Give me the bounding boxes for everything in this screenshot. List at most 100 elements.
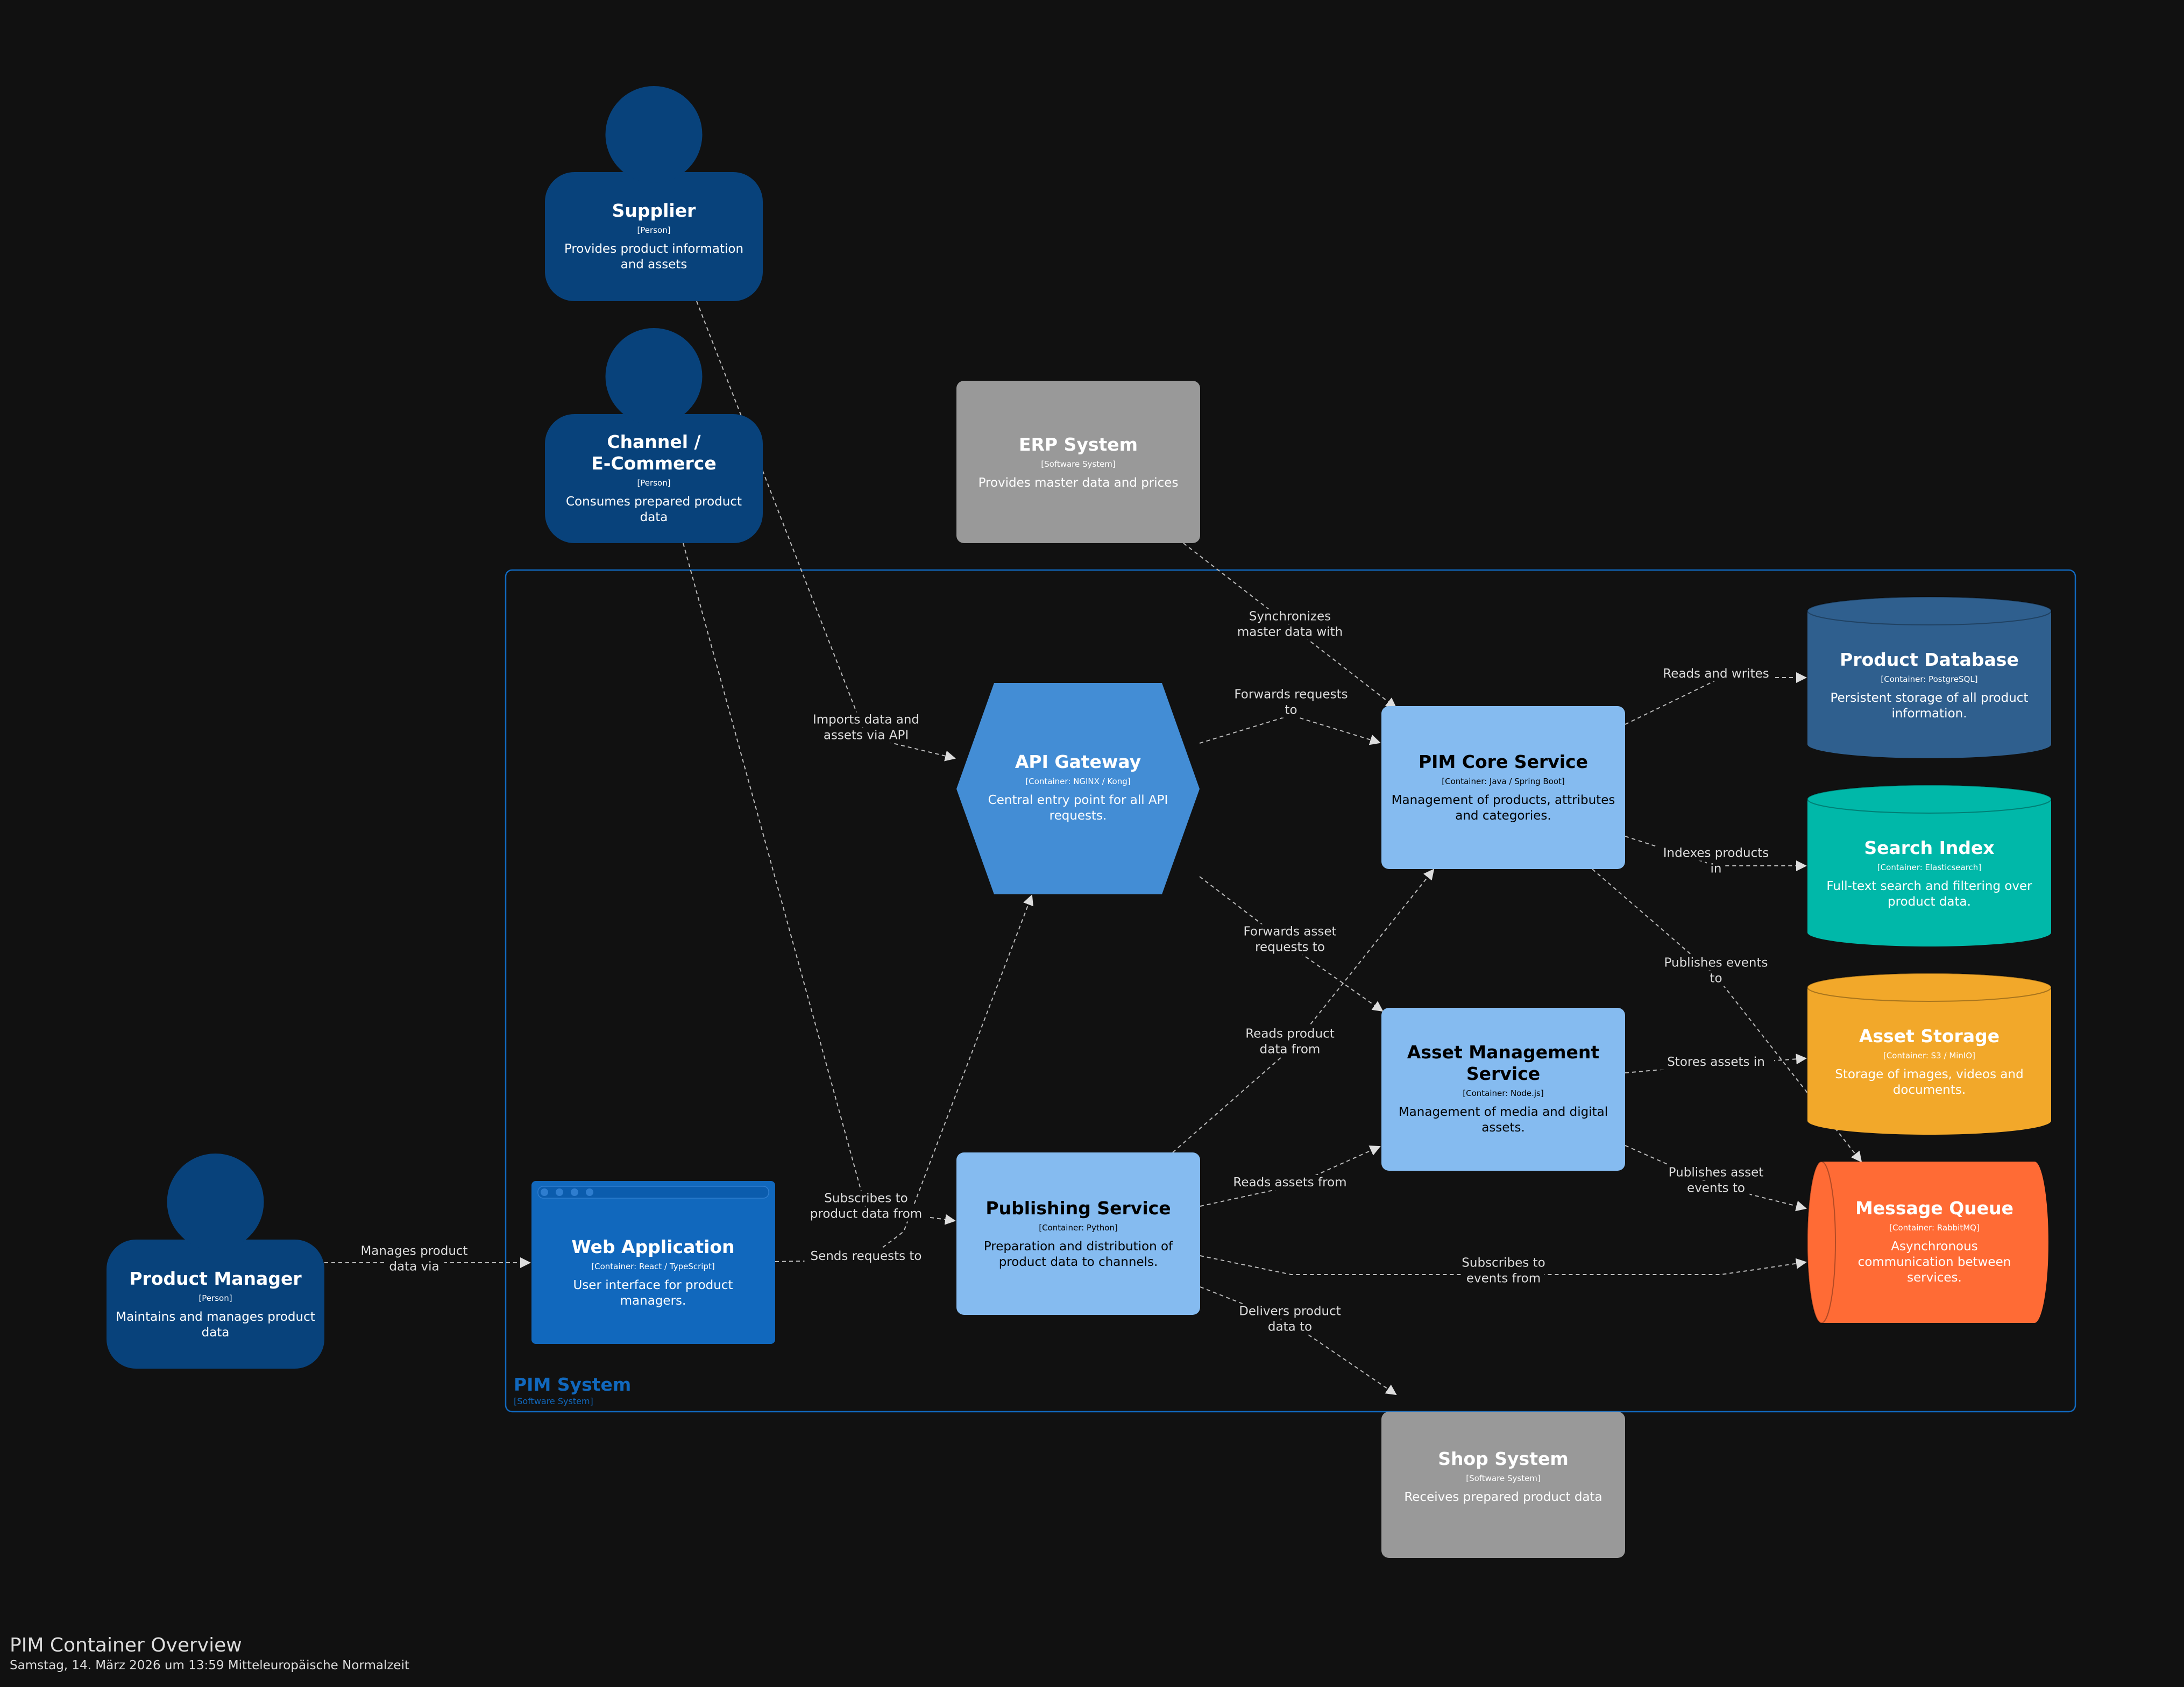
system-shop[interactable]: Shop System[Software System]Receives pre…	[1381, 1412, 1625, 1558]
queue-message-queue[interactable]: Message Queue[Container: RabbitMQ]Asynch…	[1807, 1161, 2048, 1323]
relationship-core-search	[1625, 836, 1807, 871]
label-bg	[1658, 955, 1774, 971]
window-dot-icon	[586, 1188, 593, 1196]
database-asset-storage[interactable]: Asset Storage[Container: S3 / MinIO]Stor…	[1807, 973, 2052, 1135]
container-pim-core[interactable]: PIM Core Service[Container: Java / Sprin…	[1381, 706, 1625, 869]
label-bg	[384, 1259, 444, 1275]
label-bg	[1282, 702, 1300, 718]
boundary-type: [Software System]	[514, 1396, 593, 1406]
label-bg	[1228, 1175, 1352, 1190]
relationship-text: events to	[1687, 1181, 1745, 1195]
system-boundary	[505, 569, 2076, 1413]
label-bg	[1463, 1271, 1544, 1286]
relationship-text: Subscribes to	[1462, 1256, 1545, 1270]
node-desc: product data to channels.	[999, 1255, 1158, 1269]
relationship-text: assets via API	[824, 729, 909, 743]
node-type: [Software System]	[1466, 1474, 1541, 1483]
node-desc: Provides product information	[564, 242, 743, 256]
relationship-text: Synchronizes	[1249, 610, 1331, 624]
person-body	[107, 1240, 324, 1369]
relationship-text: Stores assets in	[1667, 1055, 1765, 1069]
diagram-timestamp: Samstag, 14. März 2026 um 13:59 Mitteleu…	[10, 1658, 409, 1672]
node-desc: Maintains and manages product	[116, 1310, 315, 1324]
node-desc: data	[202, 1326, 230, 1340]
container-api-gateway[interactable]: API Gateway[Container: NGINX / Kong]Cent…	[956, 683, 1200, 894]
cylinder-top	[1807, 973, 2052, 1002]
node-box	[956, 1152, 1200, 1315]
node-desc: and categories.	[1455, 809, 1551, 823]
node-box	[1381, 706, 1625, 869]
node-desc: Consumes prepared product	[566, 495, 742, 509]
person-body	[545, 172, 763, 301]
label-bg	[818, 1191, 914, 1206]
relationship-label: Reads and writes	[1658, 666, 1774, 681]
node-box	[1381, 1412, 1625, 1558]
container-publishing[interactable]: Publishing Service [Container: Python] Pre…	[956, 1152, 1200, 1315]
node-desc: Full-text search and filtering over	[1826, 879, 2032, 893]
node-desc: Provides master data and prices	[978, 476, 1179, 490]
label-bg	[1249, 939, 1331, 955]
relationship-text: Forwards requests	[1234, 688, 1348, 702]
person-icon	[605, 328, 703, 425]
browser-bar	[537, 1186, 769, 1199]
relationship-text: Reads assets from	[1233, 1176, 1346, 1190]
relationship-text: Reads and writes	[1663, 667, 1769, 681]
label-bg	[1658, 666, 1774, 681]
node-name: API Gateway	[1015, 751, 1141, 772]
node-type: [Container: PostgreSQL]	[1881, 674, 1977, 684]
label-bg	[1256, 1042, 1324, 1057]
node-name: Web Application	[571, 1236, 734, 1257]
person-icon	[167, 1154, 264, 1250]
node-type: [Container: Python]	[1039, 1223, 1118, 1233]
queue-end	[1807, 1161, 1836, 1323]
cylinder-top	[1807, 785, 2052, 814]
node-desc: documents.	[1893, 1083, 1966, 1097]
label-bg	[808, 712, 924, 728]
window-dot-icon	[556, 1188, 563, 1196]
cylinder-top	[1807, 596, 2052, 625]
node-desc: information.	[1891, 707, 1967, 721]
node-desc: Central entry point for all API	[988, 793, 1168, 807]
system-erp[interactable]: ERP System[Software System]Provides mast…	[956, 381, 1200, 543]
database-search-index[interactable]: Search Index[Container: Elasticsearch]Fu…	[1807, 785, 2052, 946]
relationship-text: Publishes events	[1664, 956, 1768, 970]
relationship-text: to	[1710, 972, 1722, 986]
person-channel[interactable]: Channel /E-Commerce[Person]Consumes prep…	[545, 328, 763, 543]
diagram-footer: PIM Container Overview Samstag, 14. März…	[10, 1634, 409, 1674]
diagram-title: PIM Container Overview	[10, 1634, 242, 1656]
node-name: Message Queue	[1855, 1198, 2013, 1219]
label-bg	[1658, 845, 1774, 861]
relationship-label: Stores assets in	[1658, 1055, 1774, 1070]
label-bg	[1246, 609, 1334, 624]
relationship-label: Reads assets from	[1228, 1175, 1352, 1190]
node-name: Publishing Service	[985, 1198, 1171, 1219]
relationship-text: data to	[1268, 1320, 1312, 1334]
node-type: [Container: React / TypeScript]	[591, 1262, 714, 1271]
queue-body	[1807, 1162, 2048, 1323]
database-product-db[interactable]: Product Database[Container: PostgreSQL]P…	[1807, 596, 2052, 758]
relationship-channel-pub	[683, 543, 956, 1225]
container-web-application[interactable]: Web Application [Container: React / TypeS…	[531, 1181, 775, 1344]
relationship-text: to	[1285, 703, 1297, 717]
node-desc: assets.	[1481, 1121, 1525, 1135]
node-box	[1381, 1008, 1625, 1171]
node-desc: Preparation and distribution of	[984, 1240, 1173, 1254]
person-supplier[interactable]: Supplier[Person]Provides product informa…	[545, 86, 763, 301]
person-product-manager[interactable]: Product Manager[Person]Maintains and man…	[107, 1154, 324, 1369]
relationship-text: events from	[1466, 1272, 1541, 1286]
relationship-text: Subscribes to	[824, 1192, 907, 1206]
relationship-text: Delivers product	[1239, 1305, 1341, 1319]
node-desc: managers.	[620, 1294, 686, 1308]
node-desc: Management of products, attributes	[1392, 793, 1615, 807]
node-desc: Storage of images, videos and	[1835, 1067, 2023, 1081]
label-bg	[1232, 1304, 1348, 1319]
cylinder-body	[1807, 973, 2051, 1135]
